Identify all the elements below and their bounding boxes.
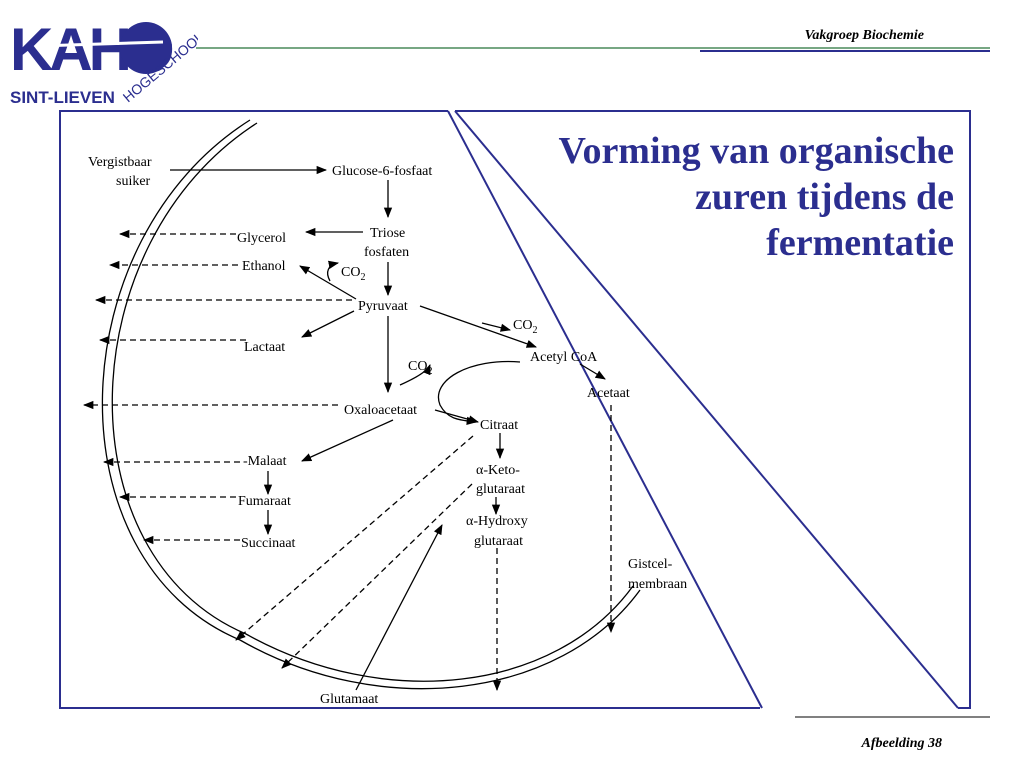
label-citraat: Citraat [480,418,518,433]
label-gistcel-2: membraan [628,577,687,592]
logo-circle [120,22,172,74]
label-glutamaat: Glutamaat [320,692,378,707]
frame-diagonal-1 [447,110,763,709]
label-acetaat: Acetaat [587,386,630,401]
title-line-3: fermentatie [766,222,954,264]
frame-left [59,110,760,709]
label-oxaloacetaat: Oxaloacetaat [344,403,417,418]
arrow-co2-release [481,322,512,332]
label-triose: Triose [370,226,405,241]
export-arrows [82,229,616,692]
arrow-oxaloacetaat-citraat [434,409,480,424]
title-line-2: zuren tijdens de [695,176,954,218]
frame-diagonal-2 [454,110,959,709]
label-glycerol: Glycerol [237,231,286,246]
arrow-glutamaat-ketoglutaraat [355,524,443,691]
arrow-pyruvaat-lactaat [301,310,355,338]
figure-caption: Afbeelding 38 [861,736,943,751]
label-co2-fixation: CO2 [408,359,432,377]
cell-membrane-inner [111,122,634,682]
label-fumaraat: Fumaraat [238,494,291,509]
arrow-co2-ethanol [327,260,340,282]
arrow-co2-fixation [399,364,431,386]
label-hydroxy-2: glutaraat [474,534,523,549]
label-suiker: suiker [116,174,151,189]
arrow-acetylcoa-citraat [437,360,521,425]
label-ketoglutaraat-2: glutaraat [476,482,525,497]
export-citraat [235,435,474,641]
slide-title: Vorming van organische zuren tijdens de … [480,128,954,266]
pathway-arrows [170,165,606,691]
arrow-oxaloacetaat-malaat [301,419,394,462]
label-lactaat: Lactaat [244,340,285,355]
department-label: Vakgroep Biochemie [804,28,924,43]
label-ethanol: Ethanol [242,259,286,274]
label-fosfaten: fosfaten [364,245,409,260]
label-co2-ethanol: CO2 [341,265,365,283]
label-vergistbaar: Vergistbaar [88,155,152,170]
cell-membrane-outer [101,119,641,690]
label-ketoglutaraat-1: α-Keto- [476,463,520,478]
kaho-logo: KAHO SINT-LIEVEN HOGESCHOOL [10,16,198,107]
title-line-1: Vorming van organische [558,130,954,172]
label-co2-release: CO2 [513,318,537,336]
export-ketoglutaraat [281,483,473,669]
label-succinaat: Succinaat [241,536,296,551]
logo-swoosh [37,40,164,48]
arrow-pyruvaat-ethanol [299,265,357,300]
label-hydroxy-1: α-Hydroxy [466,514,528,529]
logo-graphic: KAHO [10,16,177,83]
label-glucose6p: Glucose-6-fosfaat [332,164,432,179]
label-gistcel-1: Gistcel- [628,557,673,572]
label-pyruvaat: Pyruvaat [358,299,408,314]
logo-name: SINT-LIEVEN [10,88,115,107]
label-malaat: -Malaat [243,454,287,469]
arrow-acetylcoa-acetaat [579,363,606,380]
label-acetylcoa: Acetyl CoA [530,350,598,365]
arrow-pyruvaat-acetylcoa [419,305,537,348]
frame-right [455,110,971,709]
